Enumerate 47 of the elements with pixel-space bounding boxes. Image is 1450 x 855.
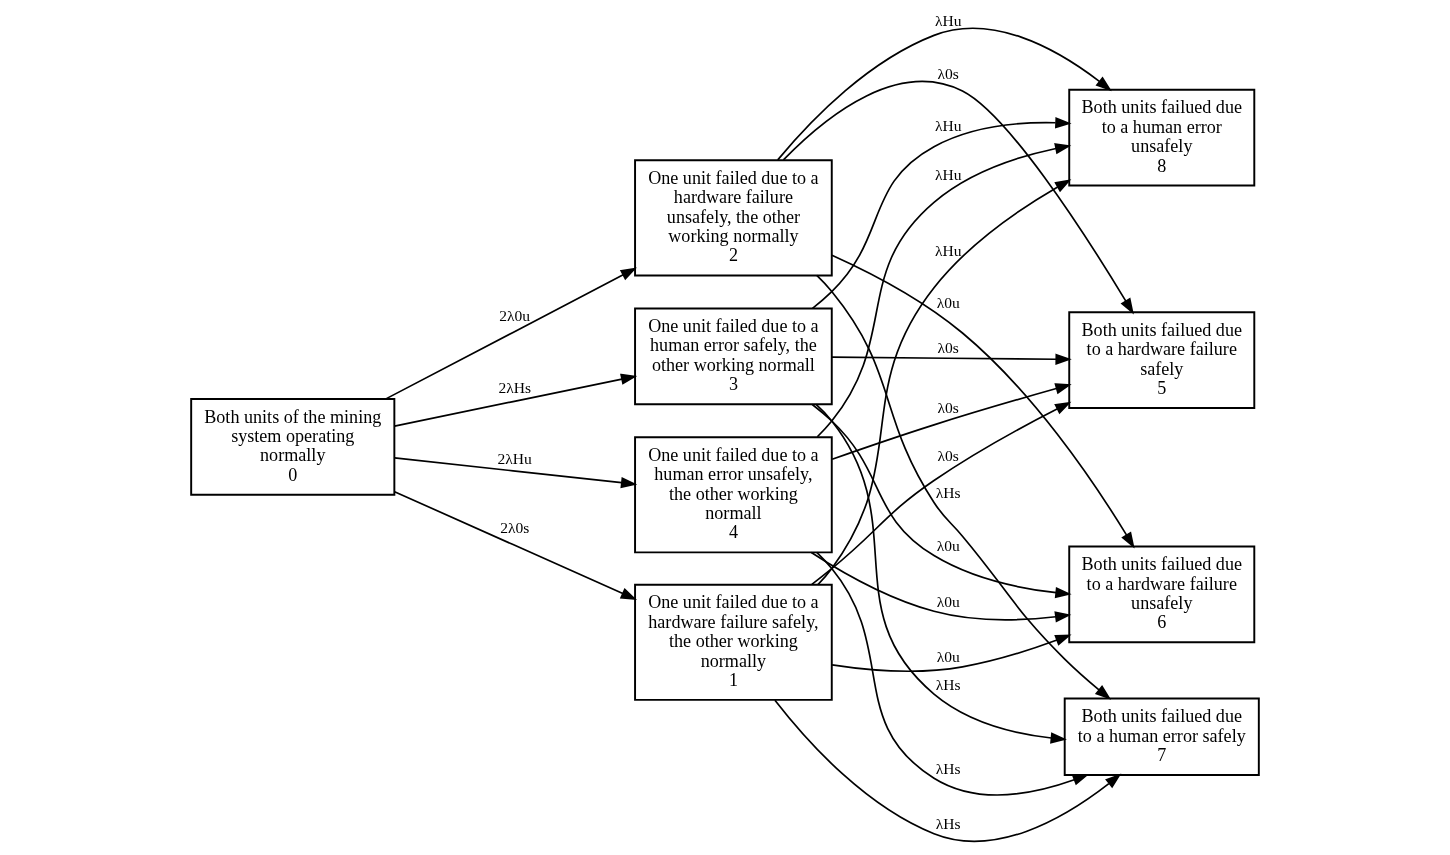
arrow [831, 353, 1072, 365]
edge-label: λ0s [937, 339, 959, 357]
node-box: One unit failed due to a hardware failure safely, the other working normally 1 [634, 583, 833, 701]
arrow [831, 383, 1072, 461]
edge-label: λHu [934, 165, 962, 183]
arrow [817, 179, 1072, 586]
node-box: Both units failued due to a hardware failure unsafely 6 [1068, 545, 1256, 644]
edge-label: 2λ0u [499, 306, 531, 324]
arrow [393, 373, 638, 427]
arrow [776, 27, 1112, 161]
node-box: Both units failued due to a human error unsafely 8 [1068, 88, 1256, 187]
node-box: Both units of the mining system operating normally 0 [190, 398, 396, 496]
arrow [815, 274, 1112, 700]
edge-label: 2λHu [497, 450, 532, 468]
edge-label: λ0s [937, 446, 959, 464]
edge-label: λHs [935, 675, 961, 693]
node-box: Both units failued due to a hardware failure safely 5 [1068, 311, 1256, 410]
arrow [774, 699, 1122, 843]
arrow [393, 490, 638, 600]
node-box: One unit failed due to a human error safely, the other working normall 3 [634, 307, 833, 406]
edge-label: 2λHs [498, 379, 531, 397]
arrow [782, 80, 1134, 315]
edge-label: λ0s [937, 64, 959, 82]
edge-label: λ0u [936, 648, 960, 666]
edge-label: λHu [934, 242, 962, 260]
arrow [810, 551, 1072, 623]
arrow [831, 634, 1072, 673]
edge-label: λHs [935, 815, 961, 833]
edge-label: λHu [934, 11, 962, 29]
edge-label: λ0s [937, 398, 959, 416]
node-box: Both units failued due to a human error safely 7 [1063, 697, 1260, 776]
edge-label: λ0u [936, 592, 960, 610]
arrow [815, 403, 1067, 744]
edge-label: λHu [934, 116, 962, 134]
edge-label: 2λ0s [500, 519, 530, 537]
arrow [831, 254, 1135, 549]
node-box: One unit failed due to a human error unsafely, the other working normall 4 [634, 436, 833, 554]
arrow [815, 551, 1090, 796]
arrow [385, 267, 637, 400]
arrow [811, 117, 1072, 310]
arrow [393, 457, 638, 489]
edge-label: λ0u [936, 293, 960, 311]
edge-label: λHs [935, 759, 961, 777]
arrow [816, 142, 1072, 438]
edge-label: λ0u [936, 537, 960, 555]
edge-label: λHs [935, 484, 961, 502]
node-box: One unit failed due to a hardware failure unsafely, the other working normally 2 [634, 159, 833, 277]
